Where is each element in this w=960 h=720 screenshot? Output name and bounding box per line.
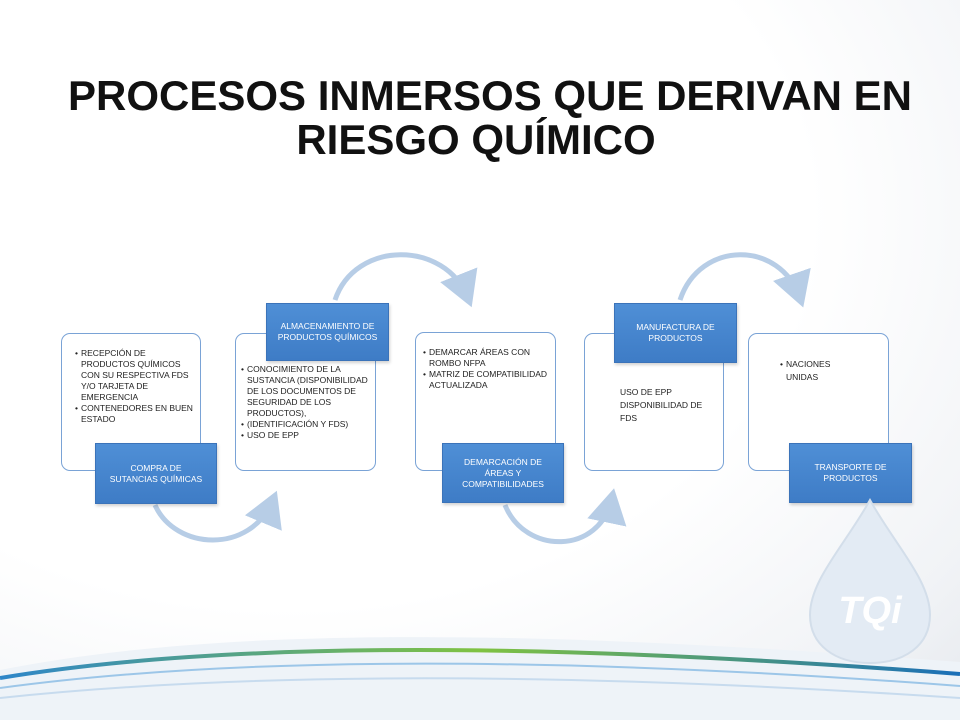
step-1-item-1: RECEPCIÓN DE PRODUCTOS QUÍMICOS CON SU R… (75, 348, 194, 403)
arrow-step2-to-step3 (332, 252, 478, 308)
step-1-items: RECEPCIÓN DE PRODUCTOS QUÍMICOS CON SU R… (75, 348, 194, 425)
title-line-1: PROCESOS INMERSOS QUE DERIVAN EN (67, 72, 913, 119)
title-line-2: RIESGO QUÍMICO (296, 116, 656, 163)
logo-text: TQi (838, 590, 903, 632)
step-1-item-2: CONTENEDORES EN BUEN ESTADO (75, 403, 194, 425)
step-4-items: USO DE EPP DISPONIBILIDAD DE FDS (615, 386, 717, 425)
step-2-item-2: (IDENTIFICACIÓN Y FDS) (241, 419, 370, 430)
step-4-item-2: DISPONIBILIDAD DE FDS (620, 400, 703, 423)
step-2-item-3: USO DE EPP (241, 430, 370, 441)
bottom-wave-decoration (0, 637, 960, 720)
step-1-label: COMPRA DE SUTANCIAS QUÍMICAS (95, 443, 217, 504)
arrow-step4-to-step5 (677, 252, 811, 308)
arrow-step3-to-step4 (502, 488, 627, 545)
step-4-label: MANUFACTURA DE PRODUCTOS (614, 303, 737, 363)
arrow-step1-to-step2 (152, 490, 282, 543)
step-3-items: DEMARCAR ÁREAS CON ROMBO NFPA MATRIZ DE … (423, 347, 549, 391)
step-2-item-1: CONOCIMIENTO DE LA SUSTANCIA (DISPONIBIL… (241, 364, 370, 419)
step-5-item-1: NACIONES UNIDAS (780, 358, 846, 384)
step-5-items: NACIONES UNIDAS (780, 358, 882, 384)
step-4-item-1: USO DE EPP (620, 387, 672, 397)
step-5-card: NACIONES UNIDAS (748, 333, 889, 471)
step-3-label: DEMARCACIÓN DE ÁREAS Y COMPATIBILIDADES (442, 443, 564, 503)
step-5-label: TRANSPORTE DE PRODUCTOS (789, 443, 912, 503)
slide-title: PROCESOS INMERSOS QUE DERIVAN EN RIESGO … (40, 74, 940, 162)
tqi-logo: TQi (808, 497, 932, 665)
step-2-label: ALMACENAMIENTO DE PRODUCTOS QUÍMICOS (266, 303, 389, 361)
step-3-item-1: DEMARCAR ÁREAS CON ROMBO NFPA (423, 347, 549, 369)
step-2-items: CONOCIMIENTO DE LA SUSTANCIA (DISPONIBIL… (241, 364, 370, 441)
step-3-item-2: MATRIZ DE COMPATIBILIDAD ACTUALIZADA (423, 369, 549, 391)
